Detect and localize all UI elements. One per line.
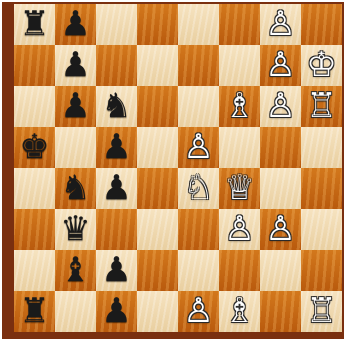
- square-b7[interactable]: ♟: [55, 45, 96, 86]
- square-c7[interactable]: [96, 45, 137, 86]
- square-a7[interactable]: [14, 45, 55, 86]
- black-rook-piece[interactable]: ♜: [14, 291, 55, 332]
- white-pawn-piece[interactable]: ♙: [260, 4, 301, 45]
- square-g7[interactable]: ♙: [260, 45, 301, 86]
- square-e3[interactable]: [178, 209, 219, 250]
- square-h5[interactable]: [301, 127, 342, 168]
- white-bishop-piece[interactable]: ♗: [219, 291, 260, 332]
- white-king-piece[interactable]: ♔: [301, 45, 342, 86]
- square-b2[interactable]: ♝: [55, 250, 96, 291]
- square-c5[interactable]: ♟: [96, 127, 137, 168]
- white-knight-piece[interactable]: ♘: [178, 168, 219, 209]
- black-pawn-piece[interactable]: ♟: [96, 168, 137, 209]
- square-e2[interactable]: [178, 250, 219, 291]
- black-pawn-piece[interactable]: ♟: [96, 127, 137, 168]
- square-e5[interactable]: ♙: [178, 127, 219, 168]
- square-a6[interactable]: [14, 86, 55, 127]
- white-bishop-piece[interactable]: ♗: [219, 86, 260, 127]
- square-f5[interactable]: [219, 127, 260, 168]
- square-h4[interactable]: [301, 168, 342, 209]
- square-b8[interactable]: ♟: [55, 4, 96, 45]
- square-d4[interactable]: [137, 168, 178, 209]
- square-f8[interactable]: [219, 4, 260, 45]
- square-f7[interactable]: [219, 45, 260, 86]
- board-frame: ♜♟♙♟♙♔♟♞♗♙♖♚♟♙♞♟♘♕♛♙♙♝♟♜♟♙♗♖: [2, 2, 344, 339]
- square-e7[interactable]: [178, 45, 219, 86]
- square-d3[interactable]: [137, 209, 178, 250]
- square-a8[interactable]: ♜: [14, 4, 55, 45]
- black-pawn-piece[interactable]: ♟: [96, 291, 137, 332]
- square-c6[interactable]: ♞: [96, 86, 137, 127]
- chess-board[interactable]: ♜♟♙♟♙♔♟♞♗♙♖♚♟♙♞♟♘♕♛♙♙♝♟♜♟♙♗♖: [14, 4, 342, 332]
- square-d1[interactable]: [137, 291, 178, 332]
- white-rook-piece[interactable]: ♖: [301, 291, 342, 332]
- square-h1[interactable]: ♖: [301, 291, 342, 332]
- white-queen-piece[interactable]: ♕: [219, 168, 260, 209]
- square-g8[interactable]: ♙: [260, 4, 301, 45]
- square-d2[interactable]: [137, 250, 178, 291]
- white-pawn-piece[interactable]: ♙: [260, 45, 301, 86]
- square-e1[interactable]: ♙: [178, 291, 219, 332]
- white-pawn-piece[interactable]: ♙: [260, 86, 301, 127]
- square-g3[interactable]: ♙: [260, 209, 301, 250]
- white-pawn-piece[interactable]: ♙: [260, 209, 301, 250]
- square-e6[interactable]: [178, 86, 219, 127]
- square-b6[interactable]: ♟: [55, 86, 96, 127]
- square-f1[interactable]: ♗: [219, 291, 260, 332]
- square-e8[interactable]: [178, 4, 219, 45]
- square-b5[interactable]: [55, 127, 96, 168]
- black-knight-piece[interactable]: ♞: [96, 86, 137, 127]
- square-b1[interactable]: [55, 291, 96, 332]
- square-g6[interactable]: ♙: [260, 86, 301, 127]
- white-pawn-piece[interactable]: ♙: [178, 291, 219, 332]
- square-d5[interactable]: [137, 127, 178, 168]
- white-pawn-piece[interactable]: ♙: [219, 209, 260, 250]
- black-bishop-piece[interactable]: ♝: [55, 250, 96, 291]
- square-b4[interactable]: ♞: [55, 168, 96, 209]
- square-f2[interactable]: [219, 250, 260, 291]
- square-g2[interactable]: [260, 250, 301, 291]
- black-pawn-piece[interactable]: ♟: [55, 86, 96, 127]
- square-h3[interactable]: [301, 209, 342, 250]
- square-d6[interactable]: [137, 86, 178, 127]
- black-pawn-piece[interactable]: ♟: [55, 4, 96, 45]
- black-king-piece[interactable]: ♚: [14, 127, 55, 168]
- square-d8[interactable]: [137, 4, 178, 45]
- black-queen-piece[interactable]: ♛: [55, 209, 96, 250]
- square-a4[interactable]: [14, 168, 55, 209]
- square-h8[interactable]: [301, 4, 342, 45]
- square-d7[interactable]: [137, 45, 178, 86]
- black-pawn-piece[interactable]: ♟: [96, 250, 137, 291]
- square-a5[interactable]: ♚: [14, 127, 55, 168]
- black-pawn-piece[interactable]: ♟: [55, 45, 96, 86]
- square-f3[interactable]: ♙: [219, 209, 260, 250]
- square-c3[interactable]: [96, 209, 137, 250]
- square-c4[interactable]: ♟: [96, 168, 137, 209]
- square-g1[interactable]: [260, 291, 301, 332]
- square-g5[interactable]: [260, 127, 301, 168]
- black-knight-piece[interactable]: ♞: [55, 168, 96, 209]
- square-h6[interactable]: ♖: [301, 86, 342, 127]
- square-a2[interactable]: [14, 250, 55, 291]
- square-a3[interactable]: [14, 209, 55, 250]
- square-f4[interactable]: ♕: [219, 168, 260, 209]
- square-f6[interactable]: ♗: [219, 86, 260, 127]
- square-g4[interactable]: [260, 168, 301, 209]
- white-rook-piece[interactable]: ♖: [301, 86, 342, 127]
- square-e4[interactable]: ♘: [178, 168, 219, 209]
- square-c1[interactable]: ♟: [96, 291, 137, 332]
- white-pawn-piece[interactable]: ♙: [178, 127, 219, 168]
- square-b3[interactable]: ♛: [55, 209, 96, 250]
- square-h2[interactable]: [301, 250, 342, 291]
- black-rook-piece[interactable]: ♜: [14, 4, 55, 45]
- square-h7[interactable]: ♔: [301, 45, 342, 86]
- square-c2[interactable]: ♟: [96, 250, 137, 291]
- square-c8[interactable]: [96, 4, 137, 45]
- square-a1[interactable]: ♜: [14, 291, 55, 332]
